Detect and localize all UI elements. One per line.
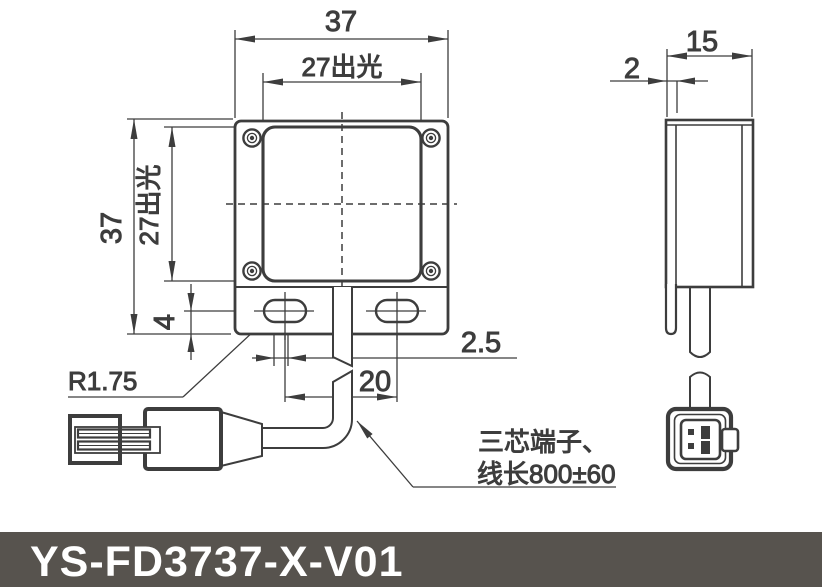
corner-screws [242,128,441,281]
connector-latch [720,427,740,453]
side-inner-lines [666,124,753,287]
screw-icon [242,128,262,148]
screw-icon [421,261,441,281]
dim-label-slot-elongation: 2.5 [461,327,501,359]
dim-label-height: 37 [96,212,128,244]
side-arrowheads [648,52,752,85]
side-cable-upper [689,288,711,358]
connector-pin-holes [688,426,710,454]
screw-icon [421,128,441,148]
cable-upper-segment [332,287,353,368]
slot-crosshairs [254,292,426,340]
cable-note-line2: 线长800±60 [477,459,616,489]
technical-drawing: 37 27出光 37 27出光 4 R1.75 2.5 20 三芯端子、 线长8… [68,6,755,490]
connector-front [68,407,263,471]
centerlines [226,112,457,287]
cable-note-line1: 三芯端子、 [478,427,608,457]
dim-label-depth: 15 [686,26,718,58]
dim-label-plate-thickness: 2 [624,53,640,85]
cable-elbow-segment [262,369,353,449]
sensor-body-side [664,118,755,289]
side-view: 15 2 [610,26,755,472]
dim-label-emission-height: 27出光 [134,165,164,246]
dim-label-slot-to-bottom: 4 [149,314,181,330]
side-cable-lower [689,371,711,410]
screw-icon [242,261,262,281]
connector-end-cap [68,414,122,465]
strain-relief [220,410,263,468]
dim-label-width: 37 [325,6,357,38]
front-view: 37 27出光 37 27出光 4 R1.75 2.5 20 三芯端子、 线长8… [68,6,617,490]
connector-end-view [665,406,740,472]
title-bar: YS-FD3737-X-V01 [0,532,822,587]
connector-face [679,418,722,461]
dim-label-emission-width: 27出光 [302,52,383,82]
dim-label-slot-radius: R1.75 [68,366,137,396]
connector-pins [76,428,152,451]
model-number: YS-FD3737-X-V01 [30,537,404,586]
flange-plate-side [664,284,678,336]
dim-label-slot-pitch: 20 [359,366,391,398]
